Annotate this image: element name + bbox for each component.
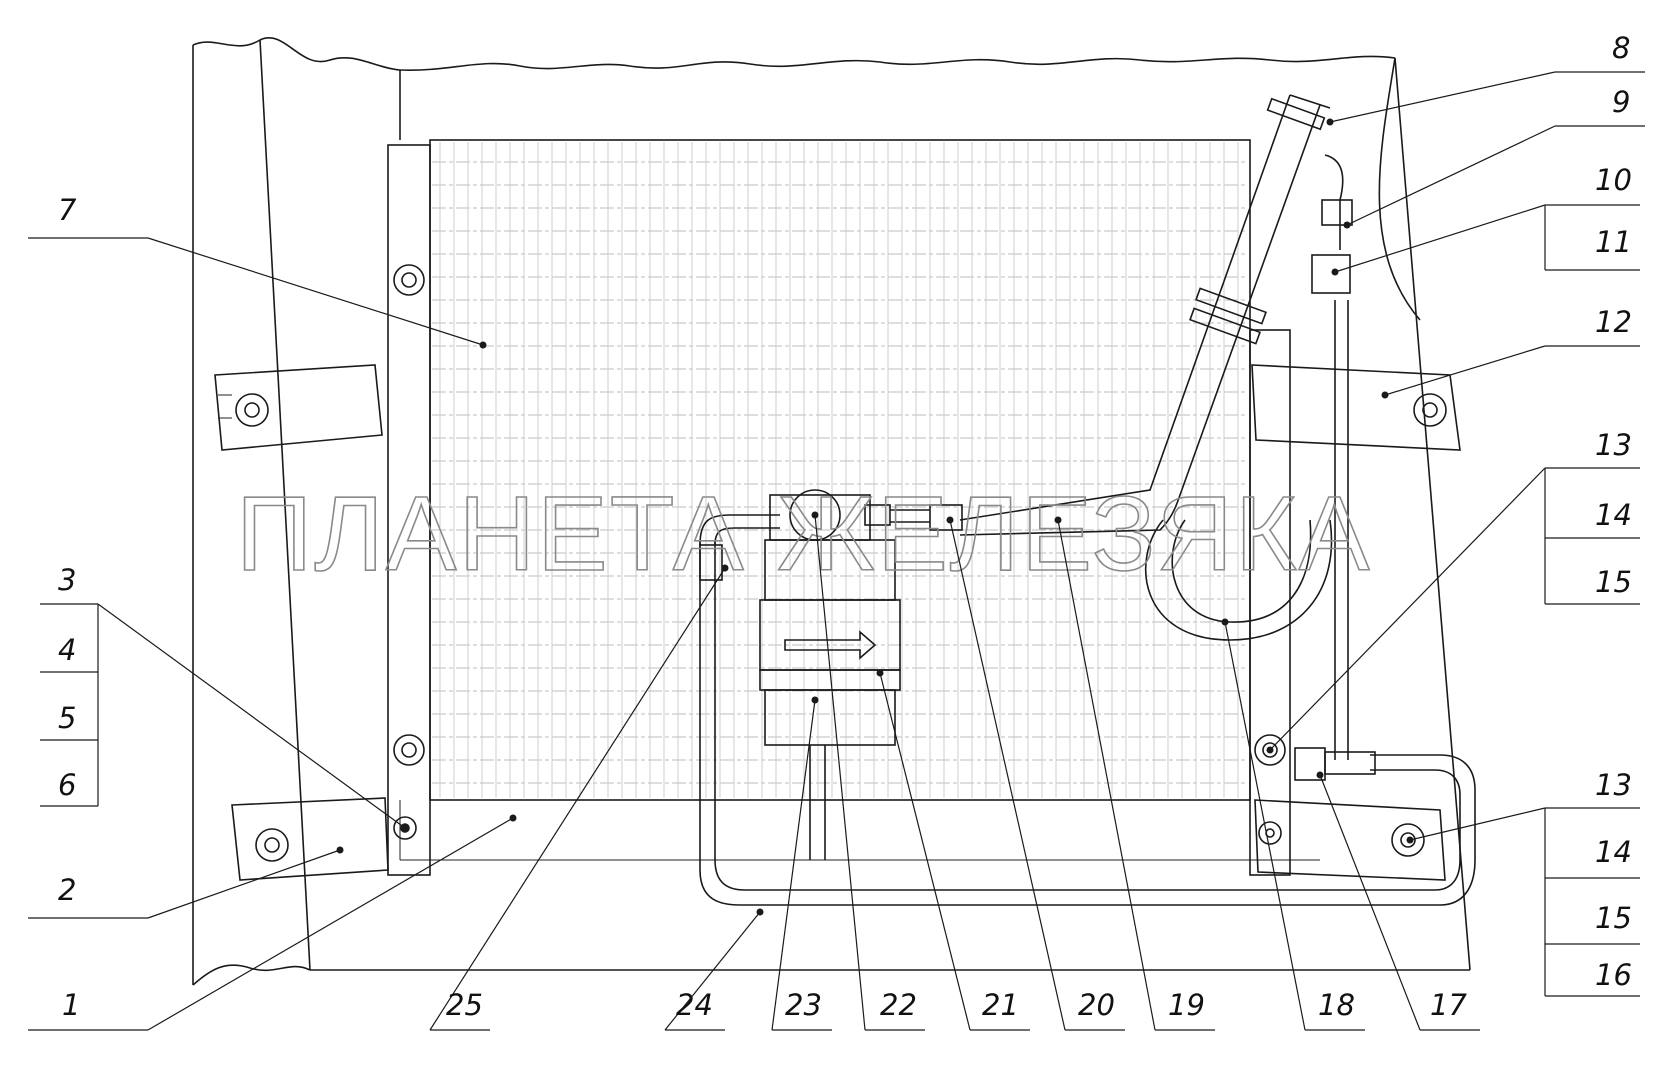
leader-line — [1329, 71, 1556, 123]
callout-5: 5 — [58, 701, 76, 735]
callout-22: 22 — [880, 988, 917, 1022]
callout-1: 1 — [62, 988, 80, 1022]
leader-dot — [509, 814, 517, 822]
leader-dot — [1316, 771, 1324, 779]
callout-17: 17 — [1430, 988, 1467, 1022]
leader-line — [814, 514, 866, 1031]
bracket-left-upper — [214, 364, 383, 451]
return-tube-loop — [699, 540, 1476, 906]
leader-line — [949, 519, 1066, 1031]
leader-line — [1384, 345, 1546, 396]
leader-line — [1334, 204, 1546, 273]
callout-3: 3 — [58, 563, 76, 597]
leader-line — [147, 237, 484, 346]
leader-dot — [811, 511, 819, 519]
callout-4: 4 — [58, 633, 76, 667]
leader-dot — [946, 516, 954, 524]
leader-line — [664, 911, 761, 1031]
leader-dot — [1326, 118, 1334, 126]
callout-15a: 15 — [1595, 565, 1632, 599]
leader-line — [97, 603, 406, 829]
callout-21: 21 — [982, 988, 1019, 1022]
leader-dot — [876, 669, 884, 677]
bracket-right-lower — [1254, 799, 1446, 881]
right-side-plate — [1249, 329, 1291, 876]
leader-lines — [28, 71, 1645, 1031]
leader-dot — [811, 696, 819, 704]
leader-dot — [756, 908, 764, 916]
upper-hose-pipe — [959, 94, 1331, 536]
leader-line — [1346, 125, 1556, 226]
callout-13b: 13 — [1595, 768, 1632, 802]
leader-dot — [1406, 836, 1414, 844]
callout-11: 11 — [1595, 225, 1632, 259]
leader-line — [1269, 467, 1546, 751]
leader-dot — [336, 846, 344, 854]
leader-dot — [1054, 516, 1062, 524]
callout-10: 10 — [1595, 163, 1632, 197]
leader-line — [147, 817, 514, 1031]
callout-13a: 13 — [1595, 428, 1632, 462]
leader-dot — [1331, 268, 1339, 276]
callout-18: 18 — [1318, 988, 1355, 1022]
bracket-right-upper — [1251, 364, 1461, 451]
leader-line — [879, 672, 971, 1031]
callout-24: 24 — [676, 988, 713, 1022]
callout-14b: 14 — [1595, 835, 1632, 869]
radiator-core — [429, 139, 1251, 801]
leader-dot — [1266, 746, 1274, 754]
callout-8: 8 — [1612, 31, 1630, 65]
callout-12: 12 — [1595, 305, 1632, 339]
callout-19: 19 — [1168, 988, 1205, 1022]
leader-line — [147, 849, 341, 919]
leader-dot — [479, 341, 487, 349]
leader-line — [1409, 807, 1546, 841]
callout-2: 2 — [58, 873, 76, 907]
callout-labels: 1 2 3 4 5 6 7 8 9 10 11 12 13 14 15 13 1… — [58, 31, 1632, 1022]
leader-dot — [1221, 618, 1229, 626]
leader-line — [429, 567, 726, 1031]
callout-15b: 15 — [1595, 901, 1632, 935]
left-side-plate — [387, 144, 431, 876]
callout-14a: 14 — [1595, 498, 1632, 532]
callout-23: 23 — [785, 988, 822, 1022]
leader-dot — [1343, 221, 1351, 229]
callout-20: 20 — [1078, 988, 1115, 1022]
tube-right-vertical — [1311, 154, 1353, 760]
callout-7: 7 — [58, 193, 77, 227]
hose-loop-18 — [1144, 519, 1333, 641]
frame-outline — [192, 37, 1471, 986]
leader-dot — [1381, 391, 1389, 399]
callout-25: 25 — [446, 988, 483, 1022]
tube-to-filter — [699, 514, 780, 581]
leader-dot — [721, 564, 729, 572]
leader-line — [1319, 774, 1421, 1031]
bracket-left-lower — [231, 797, 417, 881]
leader-line — [771, 699, 816, 1031]
callout-9: 9 — [1612, 85, 1630, 119]
leader-line — [1224, 621, 1306, 1031]
watermark-text: ПЛАНЕТА ЖЕЛЕЗЯКА — [236, 475, 1371, 593]
callout-16: 16 — [1595, 958, 1632, 992]
leader-dot — [401, 824, 409, 832]
leader-line — [1057, 519, 1156, 1031]
callout-6: 6 — [58, 768, 76, 802]
